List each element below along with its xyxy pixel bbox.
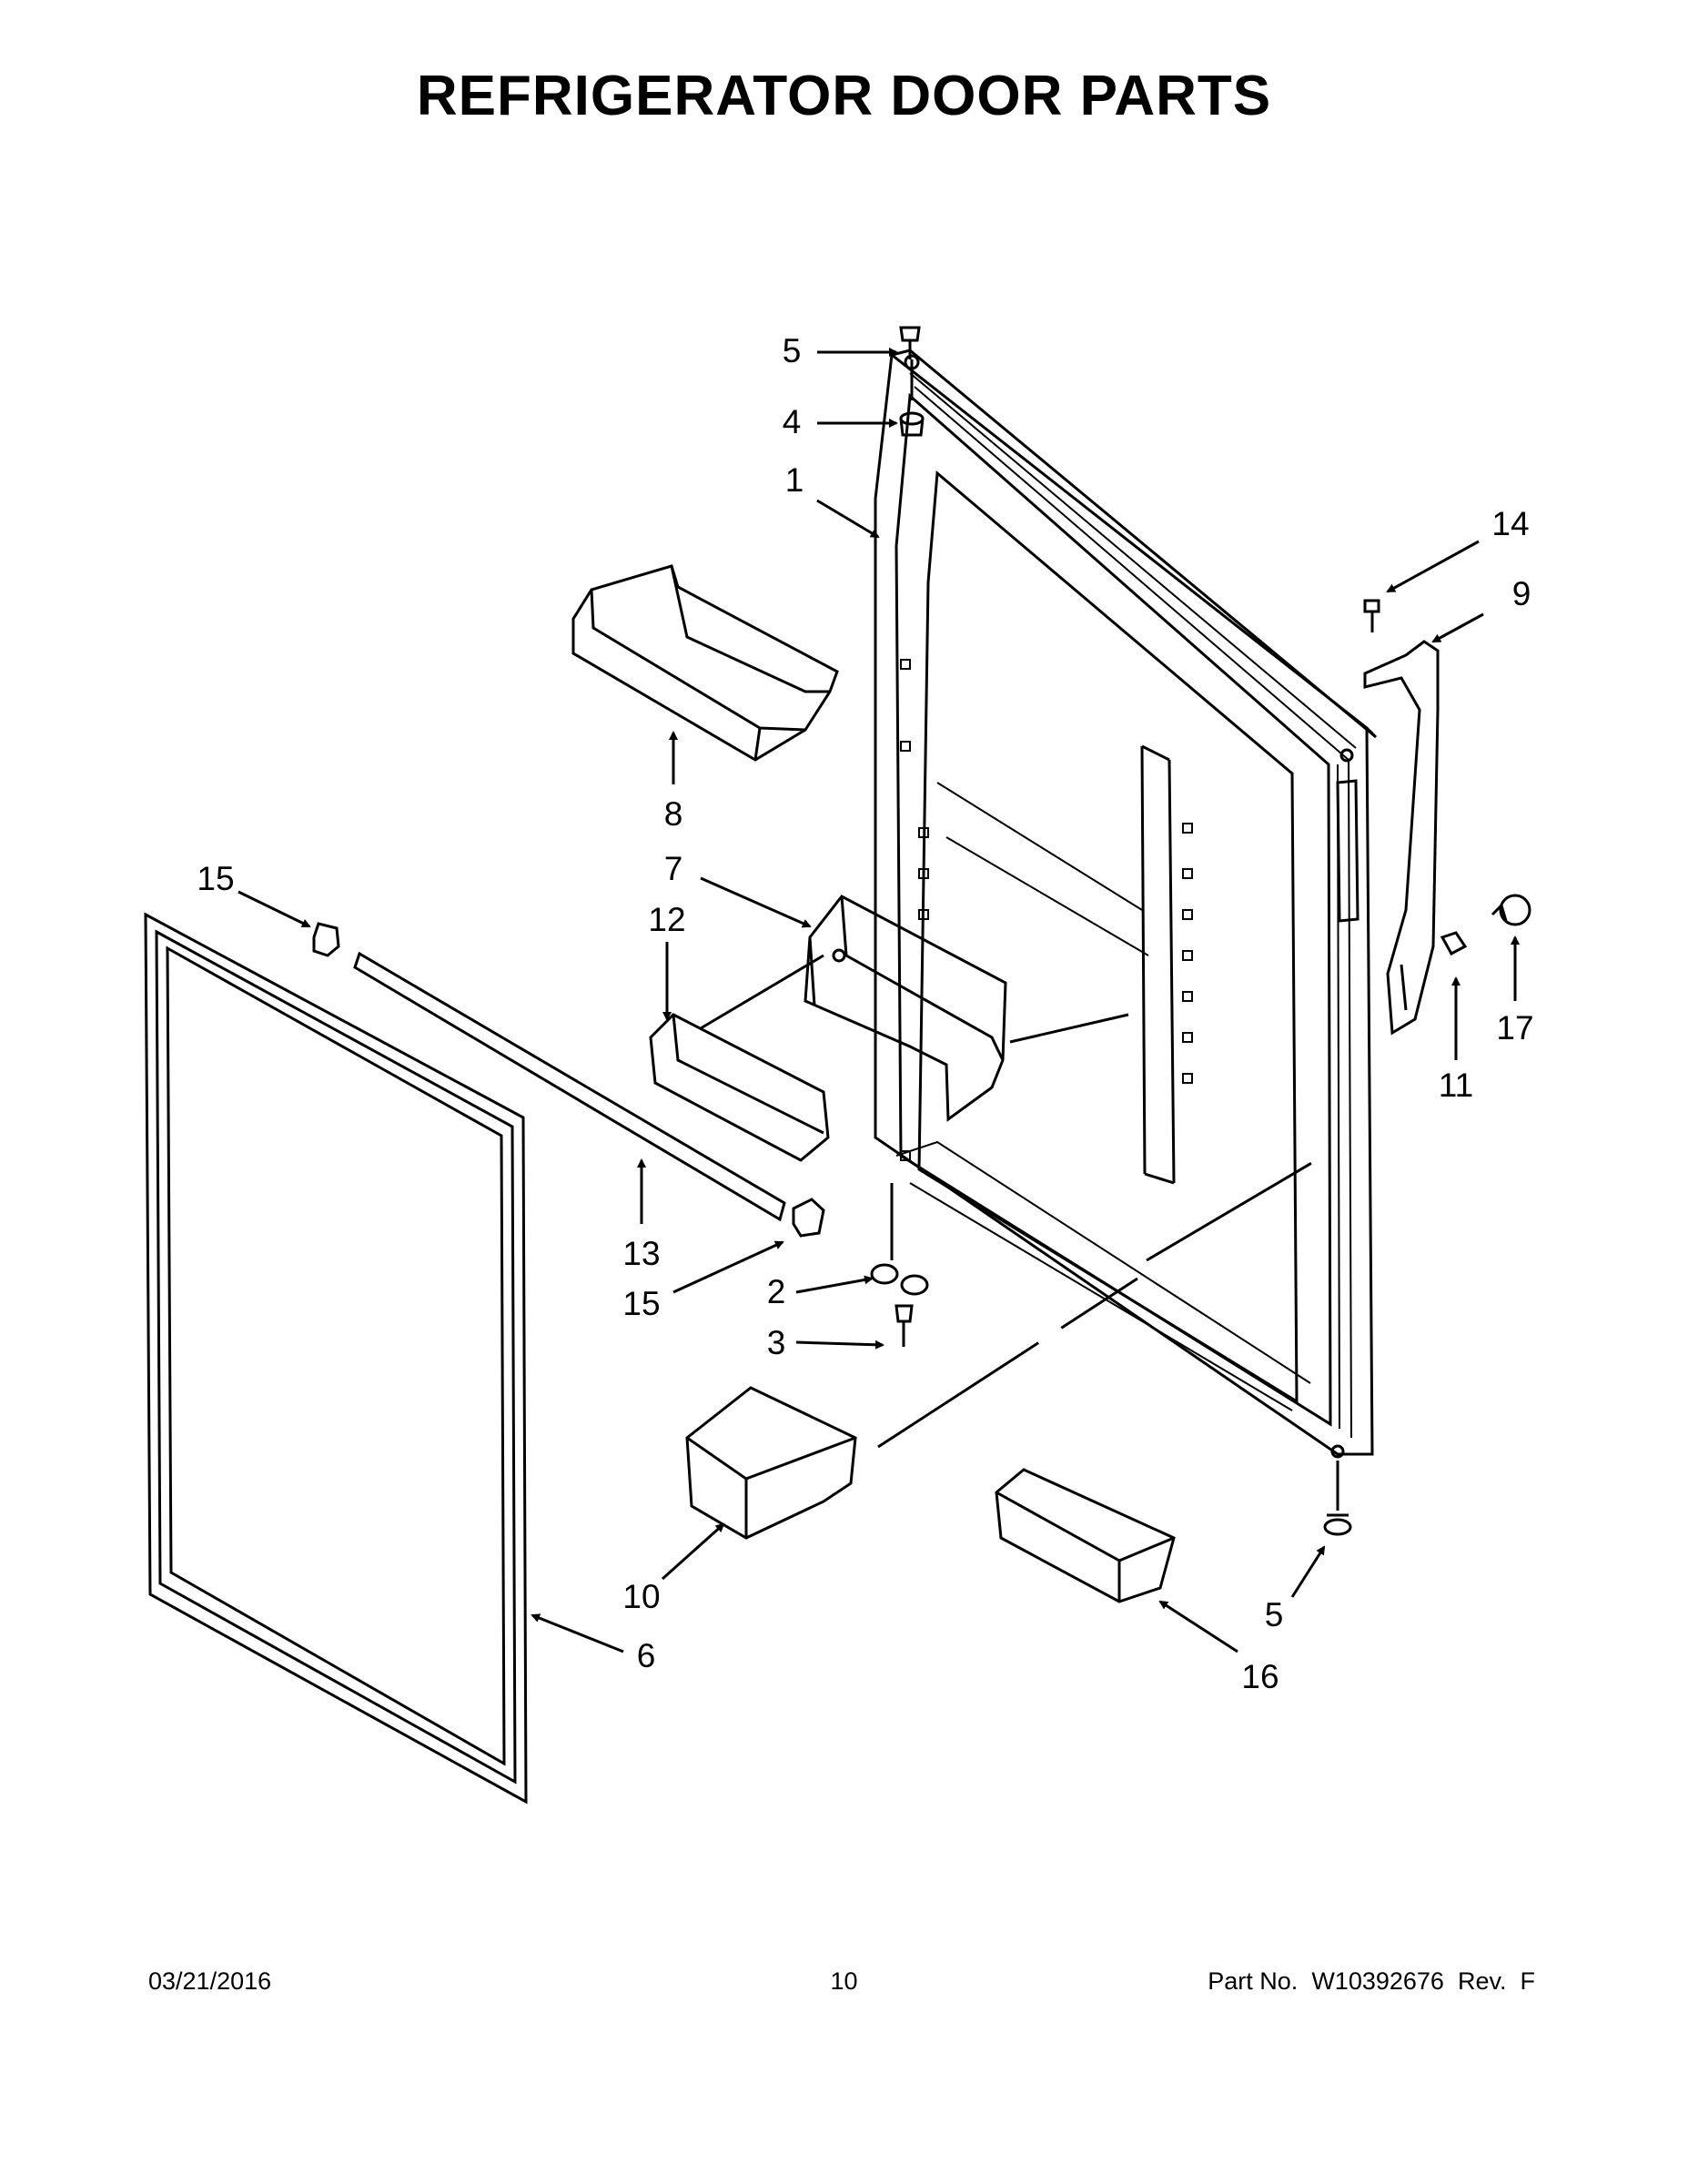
callout-13: 13 <box>622 1235 660 1272</box>
callout-8: 8 <box>664 795 683 833</box>
callout-17: 17 <box>1496 1009 1533 1046</box>
revision: F <box>1520 1967 1536 1995</box>
page-title: REFRIGERATOR DOOR PARTS <box>416 65 1272 127</box>
rail-end-cap-bottom <box>792 1198 825 1238</box>
callout-9: 9 <box>1512 575 1531 612</box>
bottom-hinge-bracket <box>870 1263 929 1296</box>
callout-7: 7 <box>664 850 683 887</box>
callout-3: 3 <box>767 1324 786 1361</box>
door-bin-small <box>995 1468 1176 1603</box>
door-bin-upper <box>571 564 839 762</box>
revision-label: Rev. <box>1457 1967 1507 1995</box>
callout-12: 12 <box>648 901 685 938</box>
dairy-compartment <box>804 895 1007 1122</box>
callout-11: 11 <box>1439 1067 1473 1104</box>
bottom-hinge-pin <box>1323 1513 1352 1536</box>
door-liner-dimples <box>900 659 1193 1161</box>
callout-15-bottom: 15 <box>622 1285 660 1322</box>
callout-16: 16 <box>1241 1658 1279 1695</box>
callout-4: 4 <box>783 403 802 440</box>
hinge-pin-bushing <box>899 411 925 437</box>
callout-14: 14 <box>1491 505 1529 542</box>
door-liner <box>874 349 1378 1459</box>
callout-5-top: 5 <box>783 332 802 369</box>
screw-top <box>899 326 921 359</box>
callout-2: 2 <box>767 1273 786 1310</box>
handle-screw <box>1363 599 1380 632</box>
door-gasket <box>144 912 528 1805</box>
callout-10: 10 <box>622 1578 660 1615</box>
part-number-label: Part No. <box>1208 1967 1299 1995</box>
callout-labels: 5 4 1 14 9 8 7 12 15 11 17 13 15 2 3 10 … <box>197 332 1533 1695</box>
footer-page-number: 10 <box>830 1967 858 1995</box>
trim-rail <box>353 951 786 1222</box>
rail-end-cap-top <box>312 922 340 957</box>
door-bin-lower <box>685 1386 857 1540</box>
dairy-door <box>649 1013 830 1162</box>
callout-6: 6 <box>637 1637 656 1674</box>
handle-mount-screw <box>1440 931 1468 956</box>
callout-1: 1 <box>785 461 804 499</box>
callout-arrows <box>238 348 1520 1653</box>
footer-part-info: Part No. W10392676 Rev. F <box>1208 1967 1535 1996</box>
handle-mount-cap <box>1491 894 1531 926</box>
assembly-lines <box>700 954 1339 1511</box>
door-handle <box>1363 640 1440 1036</box>
callout-15-top: 15 <box>197 860 234 897</box>
bottom-hinge-screw <box>895 1304 914 1347</box>
footer-date: 03/21/2016 <box>148 1967 272 1995</box>
part-number: W10392676 <box>1311 1967 1444 1995</box>
callout-5-bottom: 5 <box>1265 1596 1284 1633</box>
